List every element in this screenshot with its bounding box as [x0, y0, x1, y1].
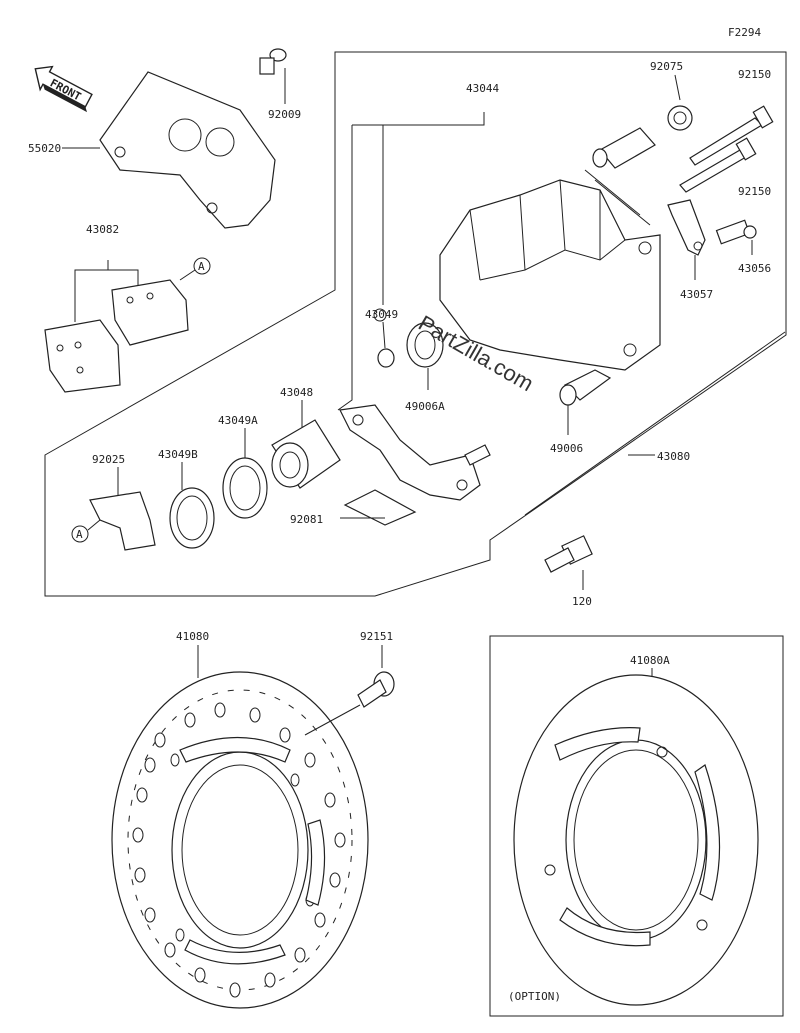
callout-43082: 43082 [86, 223, 119, 236]
pin-92150-a [689, 105, 774, 166]
seal-43049 [377, 348, 395, 368]
callout-92150-b: 92150 [738, 185, 771, 198]
callout-43080: 43080 [657, 450, 690, 463]
seal-43049A [222, 457, 268, 519]
boot-49006A [406, 322, 444, 368]
brake-disc-41080A [513, 674, 759, 1006]
screw-92151 [357, 671, 395, 708]
piston-92075 [592, 105, 693, 169]
option-frame [489, 635, 784, 1017]
front-arrow-icon: FRONT [34, 65, 93, 113]
spring-92025 [89, 491, 156, 551]
callout-49006A: 49006A [405, 400, 445, 413]
bolt-120 [544, 535, 593, 573]
support-bracket [339, 404, 491, 501]
callout-43049: 43049 [365, 308, 398, 321]
clip-43057 [667, 199, 706, 256]
callout-43056: 43056 [738, 262, 771, 275]
callout-A-1: A [198, 260, 205, 273]
assembly-frame [44, 51, 787, 597]
callout-92081: 92081 [290, 513, 323, 526]
callout-41080A: 41080A [630, 654, 670, 667]
bleed-valve-43056 [715, 219, 757, 245]
bracket-55020 [99, 71, 276, 229]
figure-code: F2294 [728, 26, 761, 39]
brake-disc-41080 [111, 671, 369, 1009]
callout-43049A: 43049A [218, 414, 258, 427]
seal-43049B [169, 487, 215, 549]
pad-clip-92081 [343, 489, 417, 526]
callout-49006: 49006 [550, 442, 583, 455]
pin-92150-b [679, 137, 757, 193]
callout-43057: 43057 [680, 288, 713, 301]
callout-92150-a: 92150 [738, 68, 771, 81]
piston-43048 [271, 419, 341, 489]
callout-92075: 92075 [650, 60, 683, 73]
callout-55020: 55020 [28, 142, 61, 155]
callout-A-2: A [76, 528, 83, 541]
sleeve-49006 [559, 369, 612, 406]
brake-pad-front [44, 319, 121, 393]
callout-43044: 43044 [466, 82, 499, 95]
callout-43048: 43048 [280, 386, 313, 399]
callout-92009: 92009 [268, 108, 301, 121]
callout-92151: 92151 [360, 630, 393, 643]
callout-41080: 41080 [176, 630, 209, 643]
brake-pad-rear [111, 279, 189, 346]
callout-120: 120 [572, 595, 592, 608]
callout-92025: 92025 [92, 453, 125, 466]
caliper-body-43044 [439, 179, 661, 371]
bolt-92009 [259, 48, 287, 75]
callout-43049B: 43049B [158, 448, 198, 461]
option-label: (OPTION) [508, 990, 561, 1003]
